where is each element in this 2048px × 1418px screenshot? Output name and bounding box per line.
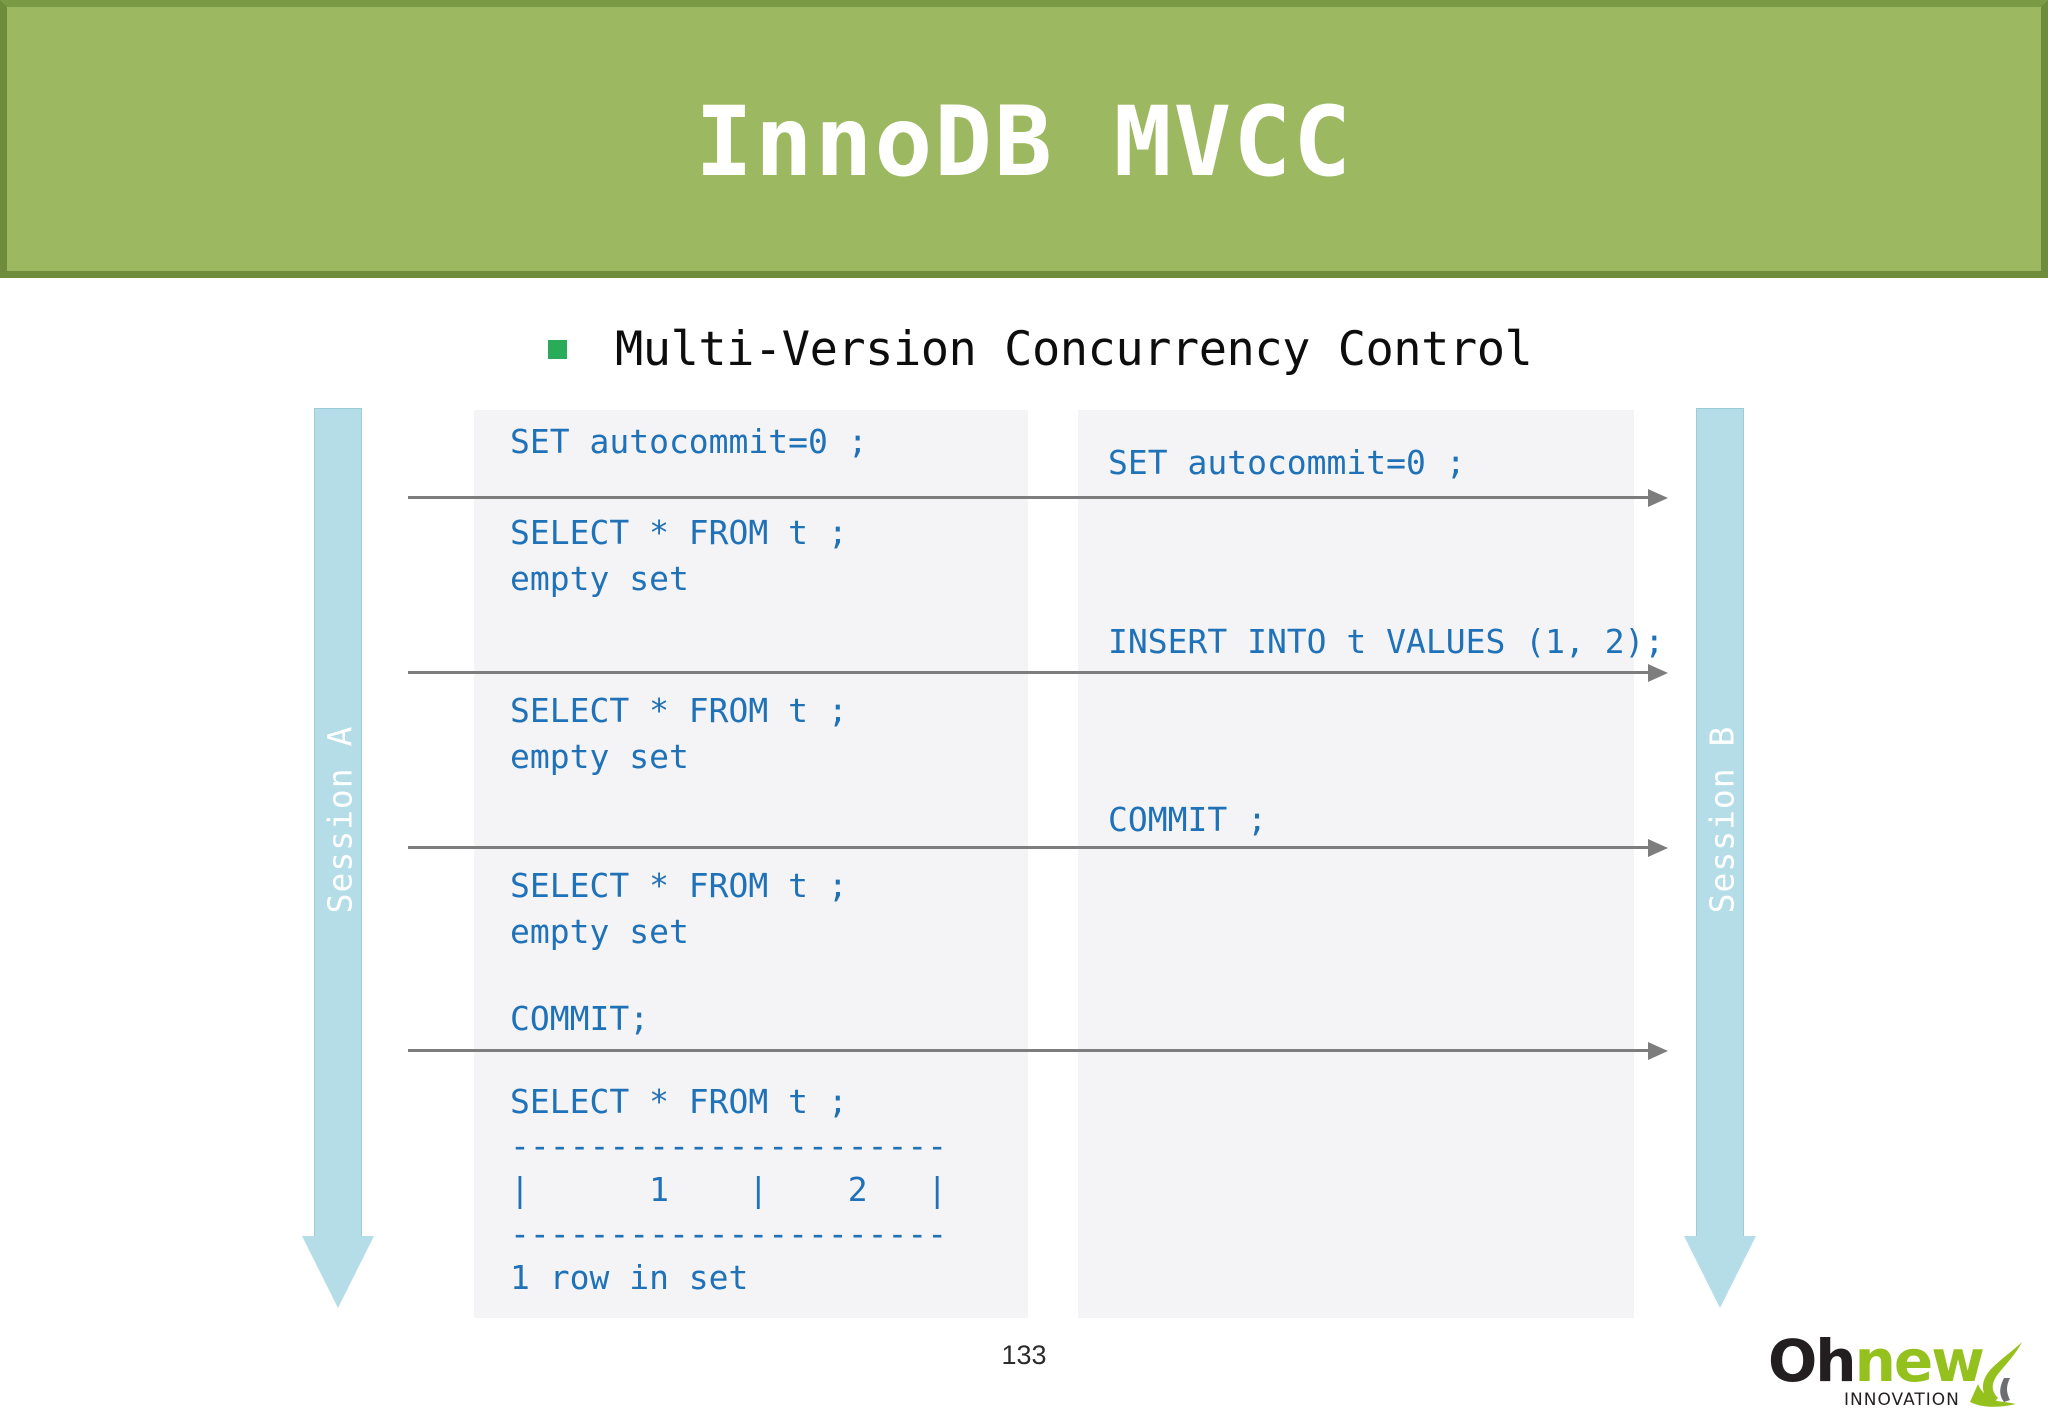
- session-a-step-2: SELECT * FROM t ; empty set: [510, 513, 848, 598]
- session-b-panel: [1078, 410, 1634, 1318]
- logo-wordmark: Ohnew: [1768, 1332, 1985, 1390]
- bullet-label: Multi-Version Concurrency Control: [615, 322, 1533, 377]
- session-a-step-6: SELECT * FROM t ; ----------------------…: [510, 1082, 948, 1297]
- session-b-step-2: INSERT INTO t VALUES (1, 2);: [1108, 622, 1665, 661]
- title-banner: InnoDB MVCC: [0, 0, 2048, 278]
- timeline-arrow-1-head-icon: [1648, 489, 1668, 507]
- timeline-arrow-3-line: [408, 846, 1652, 849]
- session-a-step-1: SET autocommit=0 ;: [510, 422, 868, 461]
- timeline-arrow-3: [408, 839, 1668, 857]
- timeline-arrow-4-line: [408, 1049, 1652, 1052]
- session-a-step-4: SELECT * FROM t ; empty set: [510, 866, 848, 951]
- session-a-arrow: Session A: [302, 408, 374, 1308]
- page-number: 133: [1001, 1340, 1047, 1370]
- session-b-step-1: SET autocommit=0 ;: [1108, 443, 1466, 482]
- session-a-step-5: COMMIT;: [510, 999, 650, 1038]
- session-a-step-3: SELECT * FROM t ; empty set: [510, 691, 848, 776]
- timeline-arrow-4: [408, 1042, 1668, 1060]
- bullet-square-icon: [548, 340, 567, 359]
- session-a-arrow-head-icon: [302, 1236, 374, 1308]
- session-a-arrow-shaft: [314, 408, 362, 1238]
- session-b-label: Session B: [1702, 725, 1742, 914]
- session-a-label: Session A: [320, 725, 360, 914]
- timeline-arrow-1-line: [408, 496, 1652, 499]
- logo-tagline: INNOVATION: [1844, 1390, 1960, 1410]
- bullet-row: Multi-Version Concurrency Control: [548, 322, 1533, 377]
- page-title: InnoDB MVCC: [695, 86, 1353, 198]
- session-b-step-3: COMMIT ;: [1108, 800, 1267, 839]
- timeline-arrow-1: [408, 489, 1668, 507]
- timeline-arrow-3-head-icon: [1648, 839, 1668, 857]
- timeline-arrow-2-head-icon: [1648, 664, 1668, 682]
- timeline-arrow-2-line: [408, 671, 1652, 674]
- logo-swoosh-icon: [1970, 1342, 2022, 1407]
- ohnew-logo: Ohnew INNOVATION: [1768, 1332, 2036, 1412]
- session-b-arrow: Session B: [1684, 408, 1756, 1308]
- timeline-arrow-4-head-icon: [1648, 1042, 1668, 1060]
- session-a-panel: [474, 410, 1028, 1318]
- session-b-arrow-head-icon: [1684, 1236, 1756, 1308]
- logo-word-first: Oh: [1768, 1327, 1857, 1395]
- logo-word-second: new: [1854, 1327, 1985, 1395]
- timeline-arrow-2: [408, 664, 1668, 682]
